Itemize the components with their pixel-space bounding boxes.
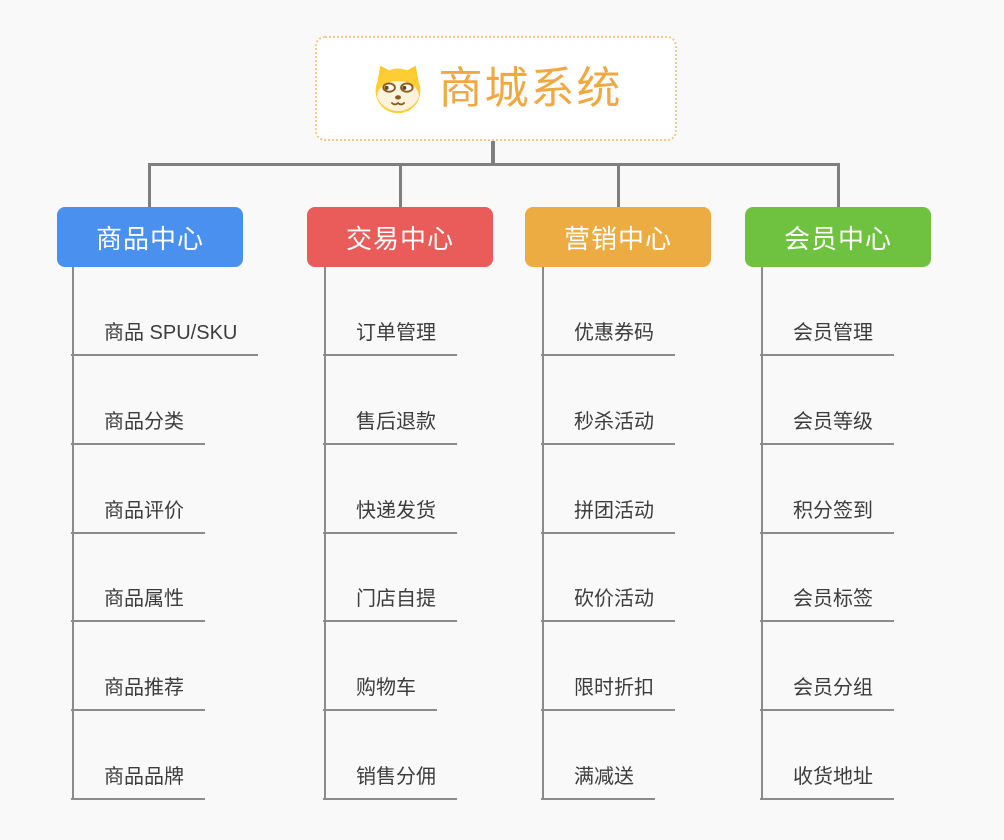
leaf-node[interactable]: 销售分佣 [323,764,457,800]
leaf-node[interactable]: 优惠券码 [541,320,675,356]
leaf-node[interactable]: 快递发货 [323,498,457,534]
connector-drop-member [837,163,840,207]
root-node-title: 商城系统 [438,63,623,113]
branch-node-trade-center[interactable]: 交易中心 [307,207,493,267]
leaf-node[interactable]: 砍价活动 [541,586,675,622]
leaf-node[interactable]: 会员管理 [760,320,894,356]
root-node[interactable]: 商城系统 [315,36,677,141]
branch-label: 交易中心 [345,223,454,254]
branch-label: 会员中心 [783,223,892,254]
leaf-node[interactable]: 收货地址 [760,764,894,800]
leaf-node[interactable]: 商品属性 [71,586,205,622]
leaf-node[interactable]: 会员等级 [760,409,894,445]
leaf-node[interactable]: 积分签到 [760,498,894,534]
leaf-node[interactable]: 售后退款 [323,409,457,445]
leaf-node[interactable]: 秒杀活动 [541,409,675,445]
leaf-node[interactable]: 拼团活动 [541,498,675,534]
connector-rail [148,163,840,166]
leaf-node[interactable]: 会员分组 [760,675,894,711]
leaf-node[interactable]: 购物车 [323,675,437,711]
leaf-node[interactable]: 订单管理 [323,320,457,356]
leaf-node[interactable]: 门店自提 [323,586,457,622]
leaf-node[interactable]: 会员标签 [760,586,894,622]
branch-label: 商品中心 [95,223,204,254]
connector-drop-trade [399,163,402,207]
leaf-node[interactable]: 满减送 [541,764,655,800]
shiba-dog-icon [375,65,420,113]
leaf-node[interactable]: 商品评价 [71,498,205,534]
branch-node-product-center[interactable]: 商品中心 [57,207,243,267]
connector-drop-product [148,163,151,207]
leaf-node[interactable]: 商品 SPU/SKU [71,320,259,356]
branch-node-marketing-center[interactable]: 营销中心 [525,207,711,267]
connector-drop-marketing [617,163,620,207]
leaf-node[interactable]: 商品推荐 [71,675,205,711]
leaf-node[interactable]: 限时折扣 [541,675,675,711]
connector-root-stub [491,141,495,166]
branch-label: 营销中心 [563,223,672,254]
branch-node-member-center[interactable]: 会员中心 [745,207,931,267]
leaf-node[interactable]: 商品品牌 [71,764,205,800]
leaf-node[interactable]: 商品分类 [71,409,205,445]
